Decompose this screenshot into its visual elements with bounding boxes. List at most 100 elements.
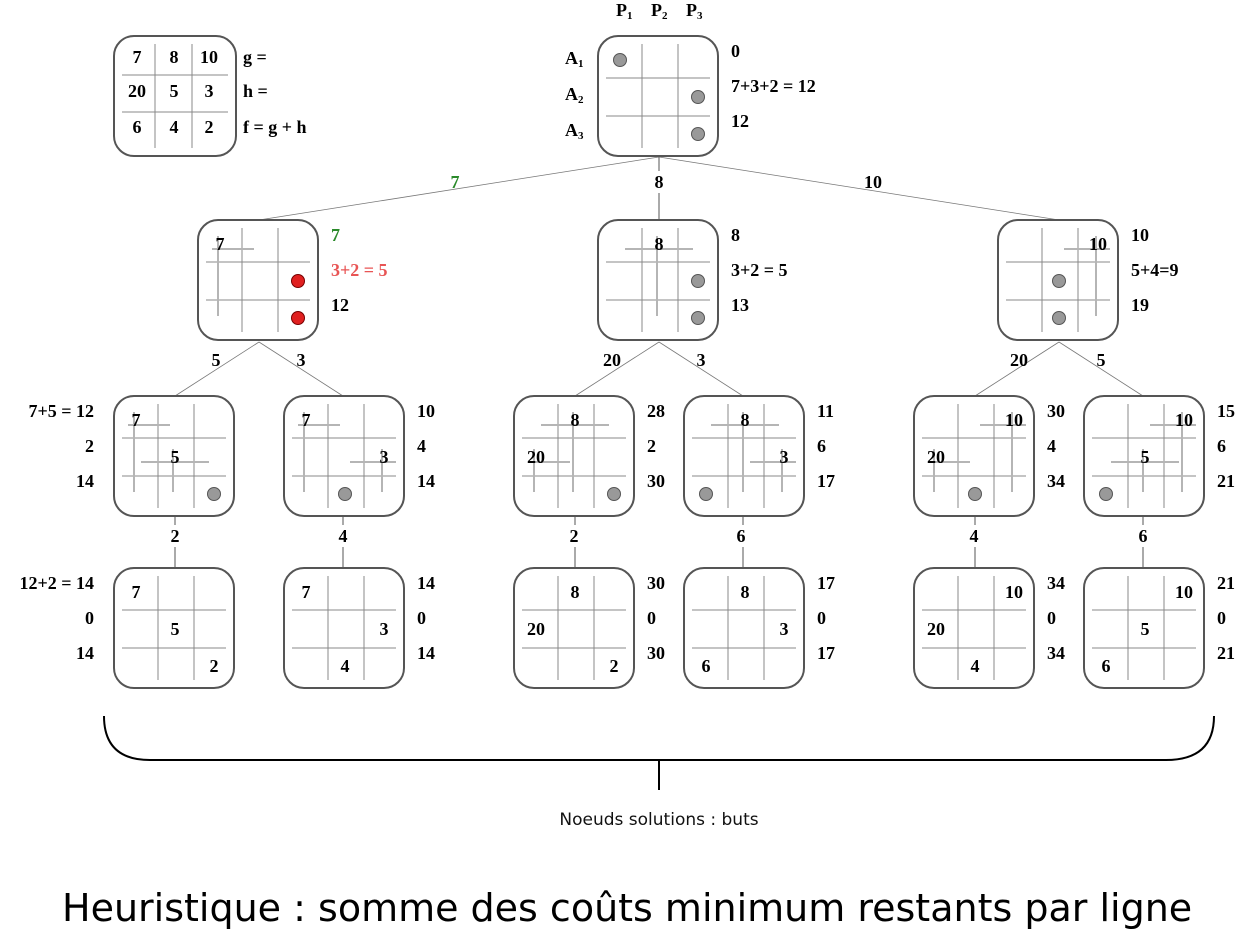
node-f-value: 30 xyxy=(647,471,665,491)
node-f-value: 14 xyxy=(417,471,435,491)
node-h-value: 6 xyxy=(817,436,826,456)
node-f-value: 14 xyxy=(417,643,435,663)
edge-n1_n11 xyxy=(174,341,260,397)
edge-n2_n22 xyxy=(658,341,744,397)
edge-label-bg xyxy=(1131,525,1155,547)
cell-value: 8 xyxy=(741,582,750,602)
cell-value: 10 xyxy=(1005,582,1023,602)
edge-label-bg xyxy=(163,525,187,547)
edge-root_n3 xyxy=(658,156,1060,221)
legend-cell: 2 xyxy=(205,117,214,137)
node-g-value: 21 xyxy=(1217,573,1235,593)
node-g-value: 30 xyxy=(647,573,665,593)
edge-cost-n2_n22: 3 xyxy=(697,350,706,370)
edge-n2_n21 xyxy=(574,341,660,397)
cell-value: 20 xyxy=(927,447,945,467)
legend-cell: 10 xyxy=(200,47,218,67)
cell-value: 10 xyxy=(1175,582,1193,602)
legend-cell: 5 xyxy=(170,81,179,101)
node-box xyxy=(1083,567,1205,689)
node-h-value: 0 xyxy=(417,608,426,628)
cell-value: 2 xyxy=(610,656,619,676)
column-header: P2 xyxy=(651,0,668,22)
node-box xyxy=(283,567,405,689)
cell-value: 8 xyxy=(571,582,580,602)
task-marker-dot xyxy=(207,487,221,501)
node-h-value: 0 xyxy=(1217,608,1226,628)
node-h-value: 2 xyxy=(647,436,656,456)
edge-cost-n3_n32: 5 xyxy=(1097,350,1106,370)
cell-value: 4 xyxy=(971,656,980,676)
task-marker-dot xyxy=(691,127,705,141)
cell-value: 7 xyxy=(132,410,141,430)
legend-cell: 8 xyxy=(170,47,179,67)
legend-box xyxy=(113,35,237,157)
edge-cost-root_n2: 8 xyxy=(655,172,664,192)
node-g-value: 28 xyxy=(647,401,665,421)
solutions-caption: Noeuds solutions : buts xyxy=(559,810,758,830)
node-box xyxy=(513,567,635,689)
node-f-value: 30 xyxy=(647,643,665,663)
node-f-value: 34 xyxy=(1047,471,1065,491)
cell-value: 7 xyxy=(216,234,225,254)
edge-n1_n12 xyxy=(258,341,344,397)
edge-cost-n32_n321: 6 xyxy=(1139,526,1148,546)
node-box xyxy=(113,567,235,689)
task-marker-dot xyxy=(699,487,713,501)
node-g-value: 17 xyxy=(817,573,835,593)
edge-cost-n2_n21: 20 xyxy=(603,350,621,370)
cell-value: 10 xyxy=(1089,234,1107,254)
column-header: P1 xyxy=(616,0,633,22)
cell-value: 5 xyxy=(1141,619,1150,639)
page-title: Heuristique : somme des coûts minimum re… xyxy=(62,886,1192,929)
cell-value: 5 xyxy=(1141,447,1150,467)
node-g-value: 34 xyxy=(1047,573,1065,593)
edge-cost-n11_n111: 2 xyxy=(171,526,180,546)
node-box xyxy=(597,35,719,157)
legend-label: g = xyxy=(243,47,267,67)
node-h-value: 3+2 = 5 xyxy=(331,260,388,280)
task-marker-dot xyxy=(691,90,705,104)
cell-value: 10 xyxy=(1175,410,1193,430)
cell-value: 8 xyxy=(655,234,664,254)
node-box xyxy=(913,567,1035,689)
cell-value: 3 xyxy=(380,447,389,467)
cell-value: 20 xyxy=(527,619,545,639)
cell-value: 3 xyxy=(780,619,789,639)
edge-label-bg xyxy=(729,525,753,547)
edge-label-bg xyxy=(562,525,586,547)
node-h-value: 6 xyxy=(1217,436,1226,456)
node-g-value: 11 xyxy=(817,401,834,421)
cell-value: 3 xyxy=(380,619,389,639)
legend-label: h = xyxy=(243,81,268,101)
node-f-value: 21 xyxy=(1217,643,1235,663)
task-marker-dot xyxy=(291,274,305,288)
node-h-value: 4 xyxy=(1047,436,1056,456)
task-marker-dot xyxy=(1052,274,1066,288)
node-f-value: 17 xyxy=(817,643,835,663)
node-g-value: 14 xyxy=(417,573,435,593)
edge-cost-n22_n221: 6 xyxy=(737,526,746,546)
node-f-value: 14 xyxy=(76,643,94,663)
node-f-value: 14 xyxy=(76,471,94,491)
task-marker-dot xyxy=(968,487,982,501)
task-marker-dot xyxy=(1052,311,1066,325)
node-f-value: 17 xyxy=(817,471,835,491)
edge-cost-n21_n211: 2 xyxy=(570,526,579,546)
node-f-value: 34 xyxy=(1047,643,1065,663)
cell-value: 20 xyxy=(927,619,945,639)
edge-cost-n31_n311: 4 xyxy=(970,526,979,546)
edge-root_n1 xyxy=(258,156,660,221)
edge-cost-n1_n11: 5 xyxy=(212,350,221,370)
cell-value: 5 xyxy=(171,619,180,639)
